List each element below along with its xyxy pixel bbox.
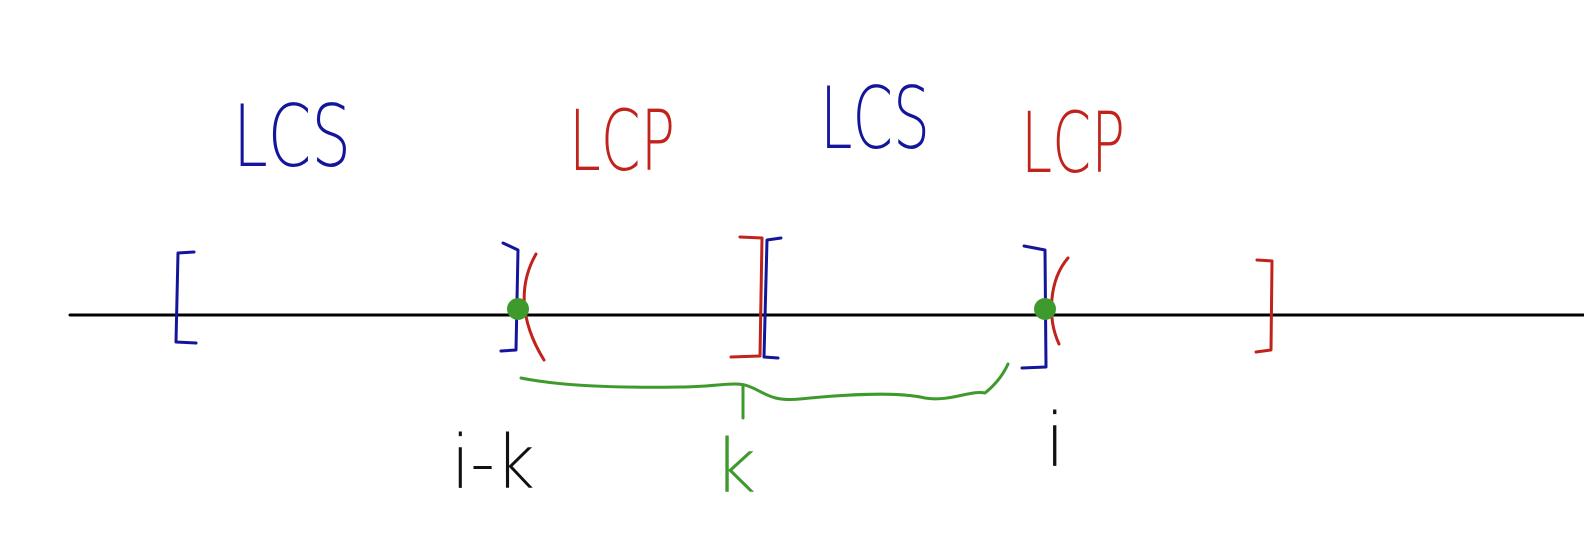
index-label-left: i-k (451, 420, 535, 506)
lcp-label-1: LCP (569, 92, 675, 190)
lcs-1-close-bracket (499, 241, 520, 353)
point-i (1034, 298, 1056, 320)
lcs-2-open-bracket (762, 236, 783, 360)
lcs-label-2: LCS (820, 69, 930, 169)
lcp-label-2: LCP (1021, 94, 1125, 192)
point-i-minus-k (507, 298, 529, 320)
lcp-2-close-bracket (1254, 258, 1274, 354)
index-label-right: i (1045, 398, 1066, 484)
lcp-2-open-paren (1050, 256, 1070, 346)
lcp-1-close-bracket (729, 235, 764, 359)
lcs-label-1: LCS (233, 87, 351, 187)
lcs-1-open-bracket (174, 250, 198, 345)
span-length-label: k (714, 424, 757, 510)
span-brace (519, 362, 1010, 402)
